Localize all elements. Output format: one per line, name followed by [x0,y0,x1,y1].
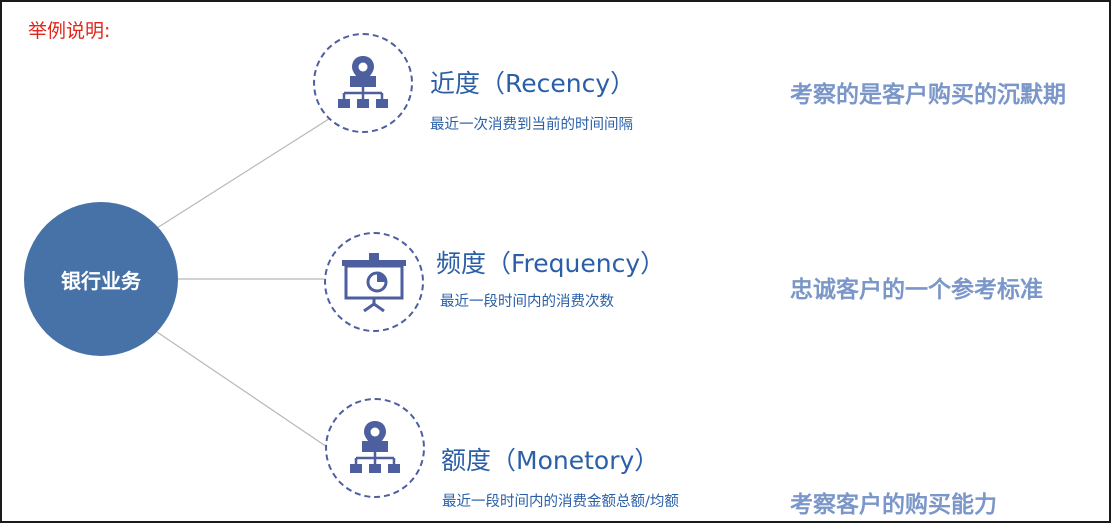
node-desc-monetory: 最近一段时间内的消费金额总额/均额 [442,494,679,510]
example-label: 举例说明: [28,20,111,42]
node-title-monetory: 额度（Monetory） [441,446,660,475]
hub-label: 银行业务 [61,268,141,293]
connector-line-monetory [156,331,331,450]
node-title-frequency: 频度（Frequency） [436,249,666,278]
hub-circle: 银行业务 [24,202,178,356]
connector-line-recency [156,116,333,229]
node-circle-monetory [325,398,425,498]
node-note-frequency: 忠诚客户的一个参考标准 [790,277,1043,303]
node-note-recency: 考察的是客户购买的沉默期 [790,82,1066,108]
node-circle-recency [313,33,413,133]
node-desc-frequency: 最近一段时间内的消费次数 [440,294,614,310]
presentation-chart-icon [342,253,406,313]
hierarchy-pin-icon [350,421,400,473]
node-desc-recency: 最近一次消费到当前的时间间隔 [430,117,633,133]
node-title-recency: 近度（Recency） [430,69,636,98]
hierarchy-pin-icon [338,56,388,108]
node-circle-frequency [324,232,424,332]
node-note-monetory: 考察客户的购买能力 [790,492,997,518]
